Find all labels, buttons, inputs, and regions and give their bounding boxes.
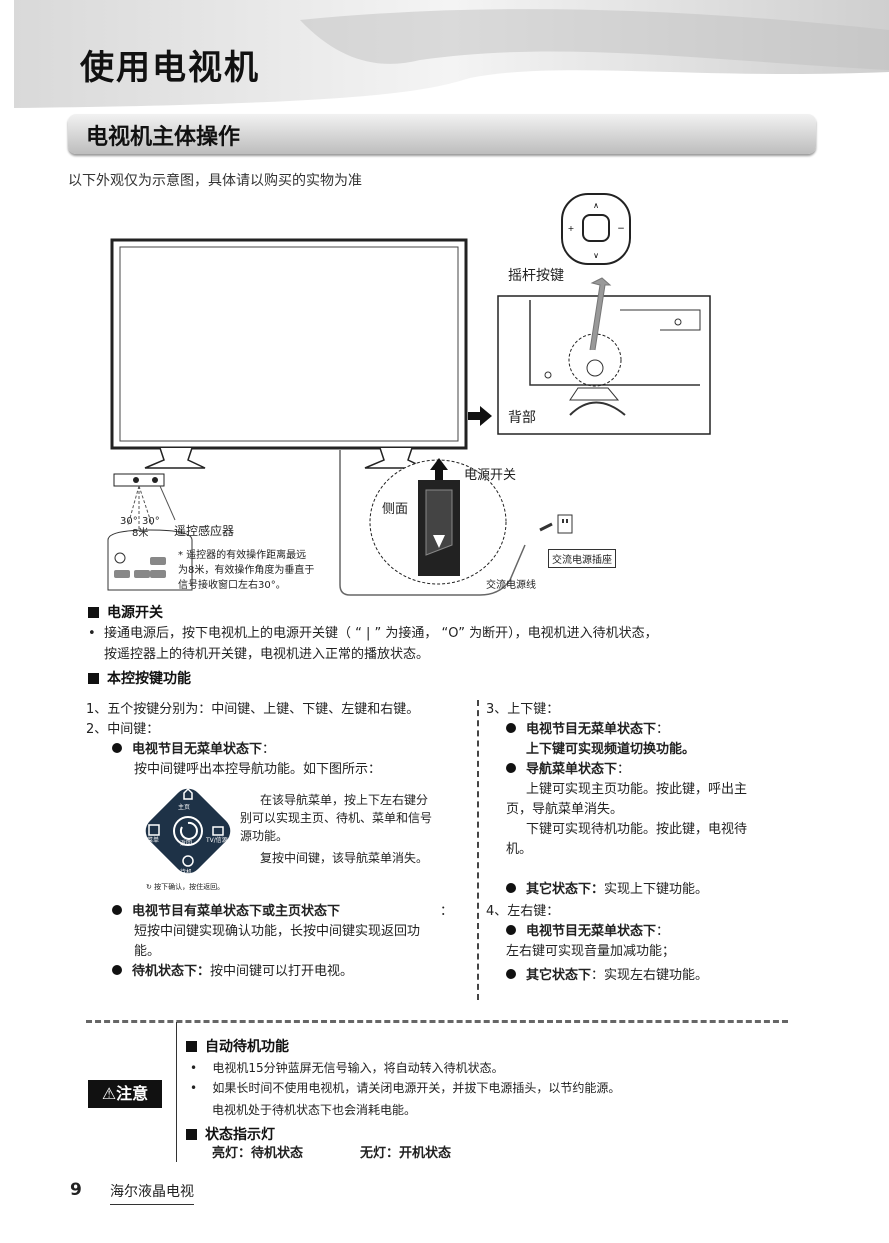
back-label: 背部 <box>508 410 536 426</box>
key-item-1: 1、五个按键分别为：中间键、上键、下键、左键和右键。 <box>86 702 420 717</box>
svg-text:∧: ∧ <box>593 201 599 210</box>
distance-label: 8米 <box>132 528 149 539</box>
right-r1-text: 上下键可实现频道切换功能。 <box>526 742 696 757</box>
footer-brand: 海尔液晶电视 <box>110 1181 194 1205</box>
right-r2-text-3: 下键可实现待机功能。按此键，电视待 <box>526 822 748 837</box>
led-off: 无灯：开机状态 <box>360 1146 452 1161</box>
nav-hint: ↻ 按下确认，按住返回。 <box>146 883 225 891</box>
nav-desc-4: 复按中间键，该导航菜单消失。 <box>260 851 429 865</box>
joystick-label: 摇杆按键 <box>508 268 564 284</box>
intro-text: 以下外观仅为示意图，具体请以购买的实物为准 <box>68 173 362 189</box>
led-heading: 状态指示灯 <box>186 1124 275 1144</box>
caution-vline <box>176 1022 177 1162</box>
left-sub2-text-1: 短按中间键实现确认功能，长按中间键实现返回功 <box>134 924 421 939</box>
remote-note-2: 为8米，有效操作角度为垂直于 <box>178 565 315 576</box>
right-r1: 电视节目无菜单状态下： <box>506 720 669 740</box>
nav-menu-icon <box>145 787 231 874</box>
tv-stand-left <box>144 447 206 469</box>
section-bar <box>68 114 816 154</box>
back-panel-box <box>497 295 711 435</box>
auto-standby-heading: 自动待机功能 <box>186 1036 289 1056</box>
page-title: 使用电视机 <box>80 48 260 88</box>
back-icon: ↻ <box>146 883 155 891</box>
left-sub2-text-2: 能。 <box>134 944 161 959</box>
angle-right: 30° <box>142 516 160 527</box>
left-sub3: 待机状态下：按中间键可以打开电视。 <box>112 962 353 982</box>
power-switch-label: 电源开关 <box>464 468 517 483</box>
nav-menu: 菜单 <box>147 837 160 844</box>
key-item-2: 2、中间键： <box>86 722 160 737</box>
nav-source: TV/信源 <box>206 837 228 844</box>
keys-heading: 本控按键功能 <box>88 668 191 688</box>
right-r2-text-4: 机。 <box>506 842 533 857</box>
nav-back: 返回 <box>180 840 193 847</box>
left-sub1: 电视节目无菜单状态下： <box>112 740 275 760</box>
caution-divider <box>86 1020 788 1023</box>
column-divider <box>477 700 479 1000</box>
svg-text:−: − <box>617 224 625 234</box>
tv-illustration: ∧ ∨ + − <box>107 193 711 596</box>
ac-socket-icon <box>557 514 573 534</box>
tv-screen <box>119 246 459 442</box>
svg-text:∨: ∨ <box>593 251 599 260</box>
side-label: 侧面 <box>382 502 409 517</box>
auto-b2: • 如果长时间不使用电视机，请关闭电源开关，并拔下电源插头，以节约能源。 <box>190 1081 621 1095</box>
header-band <box>14 0 889 108</box>
nav-desc-2: 别可以实现主页、待机、菜单和信号 <box>240 811 433 825</box>
power-line2: 按遥控器上的待机开关键，电视机进入正常的播放状态。 <box>104 647 430 662</box>
svg-text:+: + <box>568 224 575 233</box>
caution-badge: ⚠注意 <box>88 1080 162 1108</box>
led-on: 亮灯：待机状态 <box>212 1146 304 1161</box>
ac-cord-label: 交流电源线 <box>486 580 536 591</box>
nav-desc-1: 在该导航菜单，按上下左右键分 <box>260 793 429 807</box>
nav-home: 主页 <box>178 804 191 811</box>
left-sub2-colon: ： <box>440 904 454 919</box>
power-bullet: • <box>88 626 96 641</box>
right-r2-text-1: 上键可实现主页功能。按此键，呼出主 <box>526 782 748 797</box>
auto-b1: • 电视机15分钟蓝屏无信号输入，将自动转入待机状态。 <box>190 1061 504 1075</box>
right-r4: 电视节目无菜单状态下： <box>506 922 669 942</box>
arrow-up-small-icon <box>430 458 448 480</box>
page-number: 9 <box>70 1180 82 1200</box>
angle-left: 30° <box>120 516 138 527</box>
auto-b3: 电视机处于待机状态下也会消耗电能。 <box>212 1103 417 1117</box>
right-r5: 其它状态下：实现左右键功能。 <box>506 966 708 986</box>
right-r2: 导航菜单状态下： <box>506 760 630 780</box>
arrow-up-icon <box>589 277 612 351</box>
ac-socket-label: 交流电源插座 <box>548 549 616 568</box>
nav-desc-3: 源功能。 <box>240 829 289 843</box>
left-sub2: 电视节目有菜单状态下或主页状态下 <box>112 902 340 922</box>
right-r4-text: 左右键可实现音量加减功能； <box>506 944 676 959</box>
remote-note-3: 信号接收窗口左右30°。 <box>178 580 286 591</box>
right-r3: 其它状态下：实现上下键功能。 <box>506 880 708 900</box>
power-line1: 接通电源后，按下电视机上的电源开关键（ “ | ” 为接通， “O” 为断开），… <box>104 626 658 641</box>
remote-sensor-label: 遥控感应器 <box>174 524 235 538</box>
key-item-4: 4、左右键： <box>486 904 560 919</box>
arrow-right-icon <box>468 406 492 426</box>
power-heading: 电源开关 <box>88 602 163 622</box>
tv-stand-right <box>364 447 426 469</box>
right-r2-text-2: 页，导航菜单消失。 <box>506 802 624 817</box>
remote-note-1: * 遥控器的有效操作距离最远 <box>178 550 307 561</box>
key-item-3: 3、上下键： <box>486 702 560 717</box>
left-sub1-text: 按中间键呼出本控导航功能。如下图所示： <box>134 762 382 777</box>
nav-standby: 待机 <box>180 869 193 876</box>
section-title: 电视机主体操作 <box>86 125 241 150</box>
